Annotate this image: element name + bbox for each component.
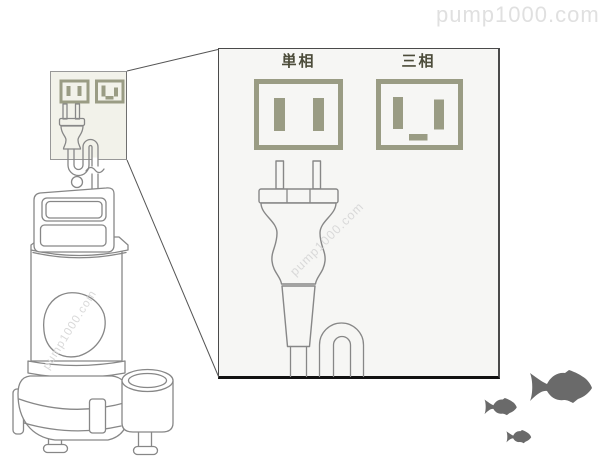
pump-volute [17,375,129,441]
watermark-text: pump1000.com [436,2,600,27]
fish-icon-large [530,370,592,403]
watermark-text: pump1000.com [40,288,100,372]
pump-discharge-port [121,368,174,433]
cord-break-gap [89,166,101,174]
pump-flange [30,236,129,257]
cable-gland-icon [70,175,84,189]
single-phase-label: 単相 [281,53,316,70]
pump-feet [47,426,153,448]
pump-motor-body [30,249,123,362]
pump-side-lug [12,388,25,435]
submersible-pump-illustration [12,175,174,456]
pump-feet-bases [42,443,159,456]
pump-clamp [88,398,107,434]
zoom-callout-lines [126,49,219,377]
fish-silhouettes [484,370,592,444]
fish-icon-medium [484,398,517,416]
pump-handle [33,187,115,253]
wall-outlet-panel [50,71,127,160]
three-phase-label: 三相 [401,53,436,70]
cord-break-squiggle [85,166,105,174]
fish-icon-small [506,430,532,444]
